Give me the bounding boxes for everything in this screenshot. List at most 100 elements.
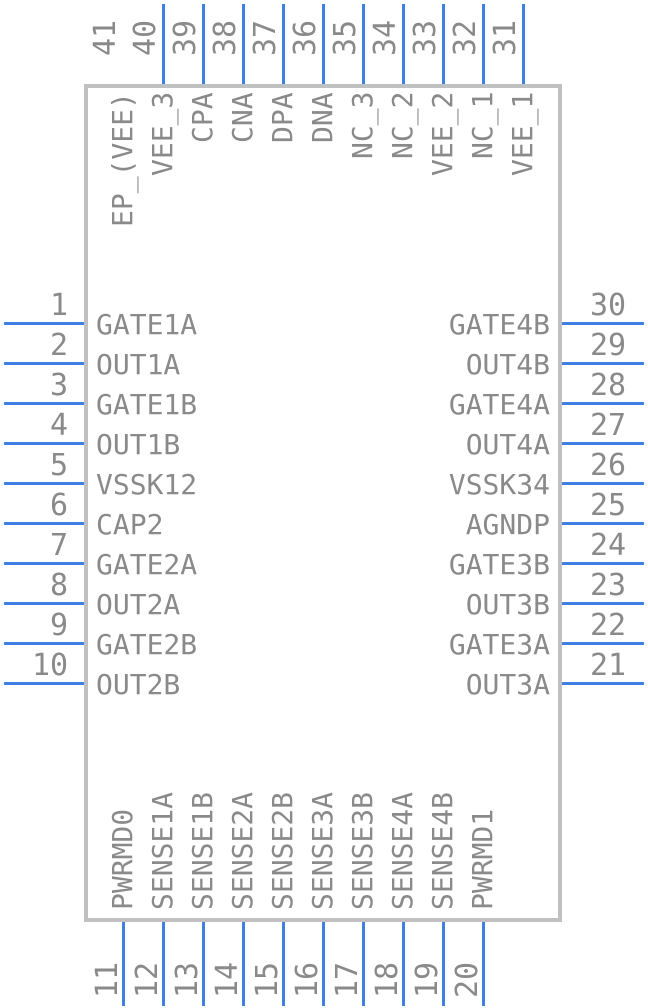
pin-38-label: CNA	[226, 92, 259, 143]
pin-16-number: 16	[290, 961, 325, 998]
pin-38-number: 38	[208, 19, 243, 56]
pin-39-lead	[202, 4, 205, 84]
pin-25-label: AGNDP	[465, 508, 550, 541]
pin-30-number: 30	[590, 288, 627, 323]
pin-12-label: SENSE1A	[146, 791, 179, 910]
pin-13-number: 13	[170, 961, 205, 998]
pin-25-lead	[562, 522, 644, 525]
pin-9-number: 9	[50, 608, 69, 643]
pin-41-label: EP_(VEE)	[106, 92, 139, 227]
pin-31-lead	[522, 4, 525, 84]
pin-4-number: 4	[50, 408, 69, 443]
pin-37-number: 37	[248, 19, 283, 56]
pin-2-number: 2	[50, 328, 69, 363]
pin-27-number: 27	[590, 408, 627, 443]
pin-29-lead	[562, 362, 644, 365]
pin-11-number: 11	[90, 961, 125, 998]
pin-17-label: SENSE3B	[346, 791, 379, 910]
pin-30-lead	[562, 322, 644, 325]
pin-1-label: GATE1A	[96, 308, 198, 341]
pin-20-lead	[482, 922, 485, 1006]
pin-12-lead	[162, 922, 165, 1006]
pin-17-lead	[362, 922, 365, 1006]
pin-22-lead	[562, 642, 644, 645]
pin-31-label: VEE_1	[506, 92, 539, 177]
pin-15-label: SENSE2B	[266, 791, 299, 910]
pin-7-label: GATE2A	[96, 548, 198, 581]
pin-36-label: DNA	[306, 92, 339, 143]
pin-29-number: 29	[590, 328, 627, 363]
pin-21-lead	[562, 682, 644, 685]
pin-25-number: 25	[590, 488, 627, 523]
pin-1-number: 1	[50, 288, 69, 323]
pin-35-label: NC_3	[346, 92, 379, 160]
pin-14-number: 14	[210, 961, 245, 998]
pin-39-label: CPA	[186, 92, 219, 143]
pin-11-lead	[122, 922, 125, 1006]
pin-26-label: VSSK34	[448, 468, 550, 501]
pin-15-number: 15	[250, 961, 285, 998]
pin-24-label: GATE3B	[448, 548, 550, 581]
pin-31-number: 31	[488, 19, 523, 56]
pin-34-label: NC_2	[386, 92, 419, 160]
pin-21-number: 21	[590, 648, 627, 683]
pin-40-label: VEE_3	[146, 92, 179, 177]
pin-19-number: 19	[410, 961, 445, 998]
pin-8-label: OUT2A	[96, 588, 181, 621]
pin-6-lead	[4, 522, 84, 525]
pin-5-number: 5	[50, 448, 69, 483]
pin-38-lead	[242, 4, 245, 84]
pin-6-number: 6	[50, 488, 69, 523]
pin-2-lead	[4, 362, 84, 365]
pin-28-label: GATE4A	[448, 388, 550, 421]
pin-18-lead	[402, 922, 405, 1006]
pin-5-lead	[4, 482, 84, 485]
pin-28-number: 28	[590, 368, 627, 403]
pin-10-number: 10	[32, 648, 69, 683]
pin-34-lead	[402, 4, 405, 84]
pin-16-label: SENSE3A	[306, 791, 339, 910]
pin-27-label: OUT4A	[465, 428, 550, 461]
pin-40-lead	[162, 4, 165, 84]
pin-24-lead	[562, 562, 644, 565]
pin-5-label: VSSK12	[96, 468, 198, 501]
pin-26-lead	[562, 482, 644, 485]
pin-39-number: 39	[168, 19, 203, 56]
pin-16-lead	[322, 922, 325, 1006]
pin-32-lead	[482, 4, 485, 84]
pin-30-label: GATE4B	[448, 308, 550, 341]
pin-11-label: PWRMD0	[106, 808, 139, 910]
pin-35-number: 35	[328, 19, 363, 56]
pin-18-label: SENSE4A	[386, 791, 419, 910]
pin-3-number: 3	[50, 368, 69, 403]
pin-15-lead	[282, 922, 285, 1006]
pin-40-number: 40	[128, 19, 163, 56]
pin-13-label: SENSE1B	[186, 791, 219, 910]
pin-23-number: 23	[590, 568, 627, 603]
pin-7-lead	[4, 562, 84, 565]
pin-33-label: VEE_2	[426, 92, 459, 177]
pin-14-lead	[242, 922, 245, 1006]
pin-14-label: SENSE2A	[226, 791, 259, 910]
pin-13-lead	[202, 922, 205, 1006]
pin-10-lead	[4, 682, 84, 685]
pin-2-label: OUT1A	[96, 348, 181, 381]
pin-28-lead	[562, 402, 644, 405]
pin-41-number: 41	[88, 19, 123, 56]
pin-4-lead	[4, 442, 84, 445]
pin-37-label: DPA	[266, 92, 299, 143]
pin-8-number: 8	[50, 568, 69, 603]
ic-body-outline	[84, 84, 562, 922]
pin-23-label: OUT3B	[465, 588, 550, 621]
pin-24-number: 24	[590, 528, 627, 563]
pin-22-number: 22	[590, 608, 627, 643]
pin-37-lead	[282, 4, 285, 84]
pin-32-label: NC_1	[466, 92, 499, 160]
pin-19-label: SENSE4B	[426, 791, 459, 910]
pin-3-label: GATE1B	[96, 388, 198, 421]
pin-9-label: GATE2B	[96, 628, 198, 661]
pin-17-number: 17	[330, 961, 365, 998]
pin-34-number: 34	[368, 19, 403, 56]
pin-33-lead	[442, 4, 445, 84]
pin-3-lead	[4, 402, 84, 405]
